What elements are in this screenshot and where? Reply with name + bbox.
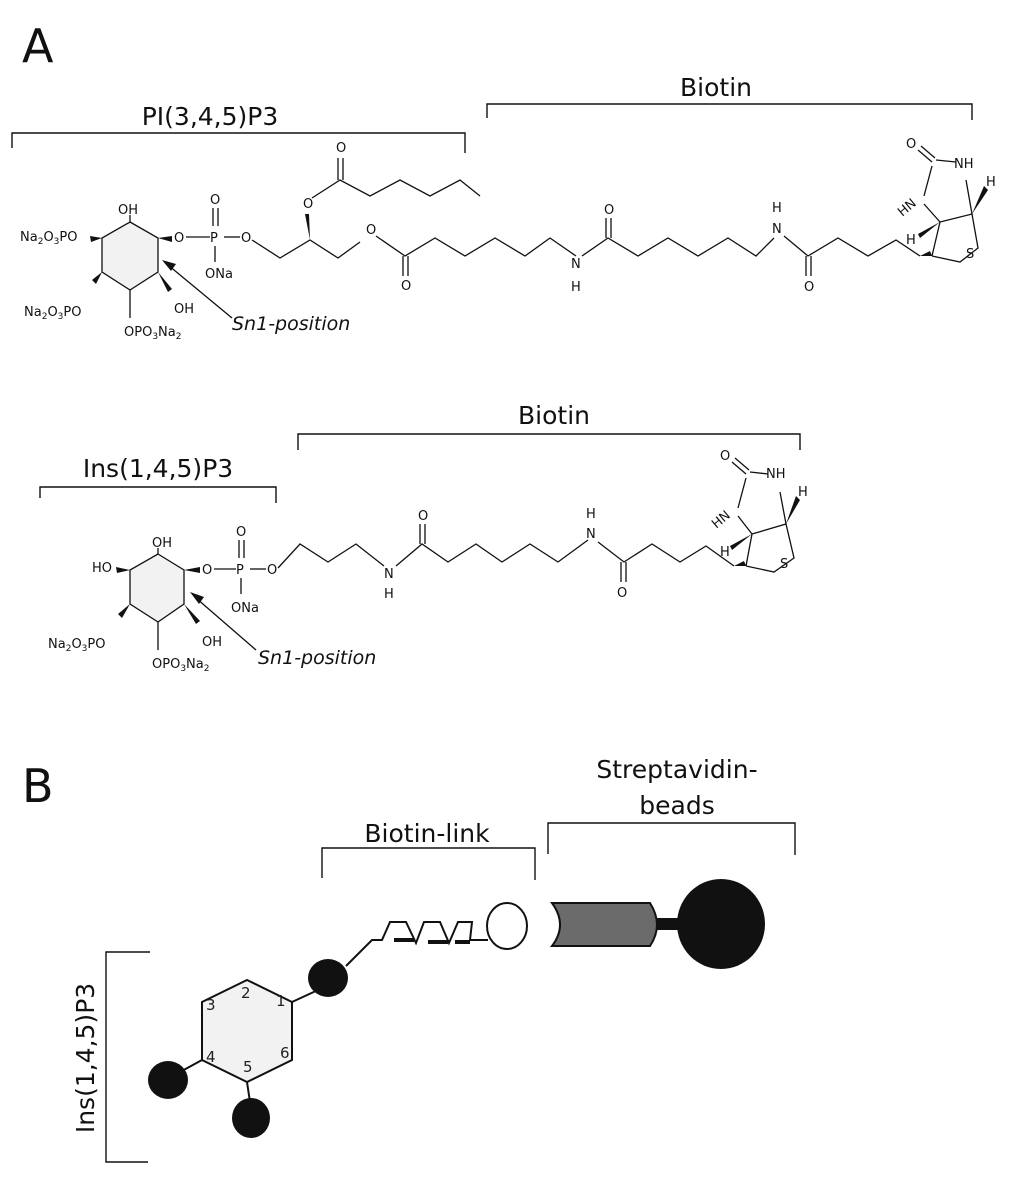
ip3-biotin-bracket [297, 433, 801, 450]
pip3-sn1-label: Sn1-position [232, 313, 350, 335]
ring-position-3: 3 [206, 996, 216, 1014]
ip3-o-link: O [202, 563, 212, 578]
ip3-biotin-nh: NH [766, 467, 786, 482]
ip3-vertical-label: Ins(1,4,5)P3 [71, 983, 100, 1133]
ip3-p-ona: ONa [231, 601, 259, 616]
pip3-p-ona: ONa [205, 267, 233, 282]
pip3-h-amide2: H [772, 201, 782, 216]
streptavidin-shape [549, 902, 658, 947]
ip3-biotin-s: S [780, 557, 788, 572]
phosphate-position-5 [232, 1098, 270, 1138]
ip3-biotin-structure: Ins(1,4,5)P3 Biotin OH HO Na2O3PO OPO3Na… [39, 401, 808, 674]
ip3-h-amide1: H [384, 587, 394, 602]
biotin-link-bracket [321, 847, 536, 880]
ip3-oh-right: OH [202, 635, 222, 650]
pip3-oh-top: OH [118, 203, 138, 218]
ring-position-5: 5 [243, 1058, 253, 1076]
ip3-biotin-hn: HN [709, 508, 734, 532]
ip3-o-amide2: O [617, 586, 627, 601]
ip3-n-amide1: N [384, 567, 394, 582]
ring-position-1: 1 [276, 992, 286, 1010]
pip3-biotin-s: S [966, 247, 974, 262]
ip3-bracket [39, 486, 277, 503]
ip3-biotin-h1: H [798, 485, 808, 500]
biotin-linker-chain [345, 921, 488, 967]
ip3-o-chain: O [267, 563, 277, 578]
ip3-opo3na2: OPO3Na2 [152, 657, 209, 674]
ip3-inositol-ring [129, 553, 185, 623]
ip3-p: P [236, 563, 244, 578]
pip3-biotin-structure: PI(3,4,5)P3 Biotin OH Na2O3PO Na2O3PO OP… [11, 73, 996, 342]
pip3-biotin-bracket [486, 103, 973, 120]
pip3-opo3na2: OPO3Na2 [124, 325, 181, 342]
streptavidin-bead [677, 879, 765, 969]
pip3-biotin-hn: HN [895, 196, 920, 220]
ip3-oh-top: OH [152, 536, 172, 551]
ip3-biotin-label: Biotin [518, 401, 590, 430]
ip3-h-amide2: H [586, 507, 596, 522]
ip3-p-o-top: O [236, 525, 246, 540]
ip3-head-label: Ins(1,4,5)P3 [83, 454, 233, 483]
ring-position-2: 2 [241, 984, 251, 1002]
pip3-o-carbonyl1: O [336, 141, 346, 156]
pip3-o-carbonyl2: O [401, 279, 411, 294]
ring-position-6: 6 [280, 1044, 290, 1062]
pip3-biotin-o: O [906, 137, 916, 152]
biotin-circle [486, 902, 528, 950]
pip3-inositol-ring [101, 221, 159, 291]
pip3-na2o3po-1: Na2O3PO [20, 230, 77, 247]
pip3-biotin-h1: H [986, 175, 996, 190]
panel-label-a: A [22, 19, 54, 73]
ip3-sn1-label: Sn1-position [258, 647, 376, 669]
pip3-p-o-top: O [210, 193, 220, 208]
pip3-o-ester: O [303, 197, 313, 212]
pip3-o-amide1: O [604, 203, 614, 218]
phosphate-position-4 [148, 1061, 188, 1099]
bead-linker [656, 918, 682, 930]
pip3-n-amide2: N [772, 222, 782, 237]
streptavidin-label-line1: Streptavidin- [596, 755, 757, 784]
pip3-biotin-nh: NH [954, 157, 974, 172]
pip3-n-amide1: N [571, 257, 581, 272]
pip3-head-label: PI(3,4,5)P3 [142, 102, 279, 131]
pip3-p: P [210, 231, 218, 246]
streptavidin-bracket [547, 822, 796, 855]
ip3-na2o3po: Na2O3PO [48, 637, 105, 654]
ip3-o-amide1: O [418, 509, 428, 524]
pip3-o-phosphate-ester: O [241, 231, 251, 246]
streptavidin-label-line2: beads [639, 791, 714, 820]
schematic-diagram: Biotin-link Streptavidin- beads Ins(1,4,… [71, 755, 796, 1163]
phosphate-position-1 [308, 959, 348, 997]
ip3-biotin-h2: H [720, 545, 730, 560]
ip3-biotin-o: O [720, 449, 730, 464]
biotin-link-label: Biotin-link [364, 819, 490, 848]
pip3-bracket [11, 132, 466, 153]
ring-position-4: 4 [206, 1048, 216, 1066]
pip3-oh-right: OH [174, 302, 194, 317]
pip3-biotin-h2: H [906, 233, 916, 248]
ip3-ho: HO [92, 561, 112, 576]
pip3-h-amide1: H [571, 280, 581, 295]
pip3-o-ester2: O [366, 223, 376, 238]
pip3-biotin-label: Biotin [680, 73, 752, 102]
pip3-na2o3po-2: Na2O3PO [24, 305, 81, 322]
pip3-o-link: O [174, 231, 184, 246]
pip3-o-amide2: O [804, 280, 814, 295]
ip3-vertical-bracket [105, 951, 150, 1163]
panel-label-b: B [22, 759, 54, 813]
ip3-n-amide2: N [586, 527, 596, 542]
